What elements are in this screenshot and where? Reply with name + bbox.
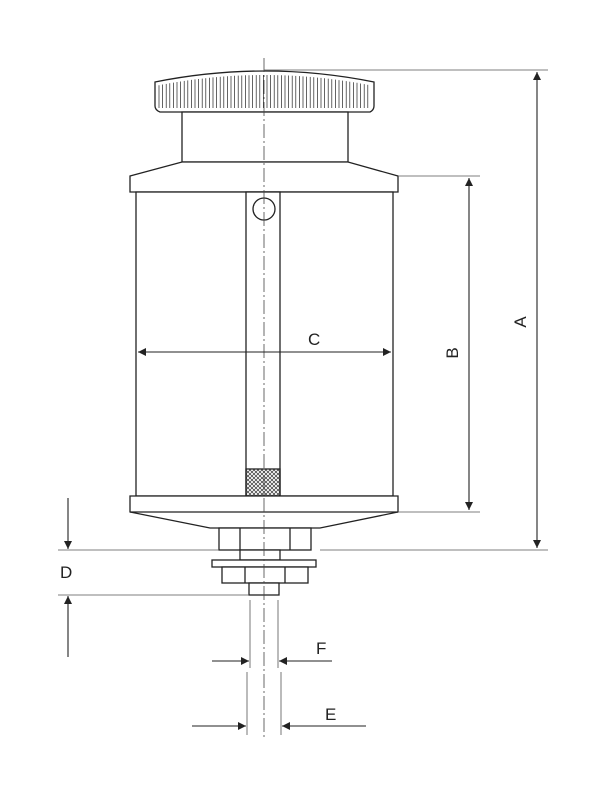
- knurled-cap: [154, 70, 375, 113]
- sight-glass: [245, 191, 281, 497]
- dimension-f: [212, 600, 332, 668]
- dimension-f-label: F: [316, 639, 326, 658]
- dimension-c-label: C: [308, 330, 320, 349]
- sight-glass-filter: [245, 468, 281, 497]
- dimension-e-label: E: [325, 705, 336, 724]
- dimension-a: [264, 69, 548, 551]
- dimension-d-label: D: [60, 563, 72, 582]
- dimension-b-label: B: [443, 347, 462, 358]
- dimension-d: [58, 498, 249, 657]
- outlet-fitting: [211, 527, 317, 596]
- dimension-e: [192, 672, 366, 735]
- cap-knurling: [158, 75, 369, 108]
- lock-nut: [221, 566, 309, 584]
- cap-neck: [181, 111, 349, 163]
- dimension-a-label: A: [511, 316, 530, 328]
- dimension-b: [398, 175, 480, 513]
